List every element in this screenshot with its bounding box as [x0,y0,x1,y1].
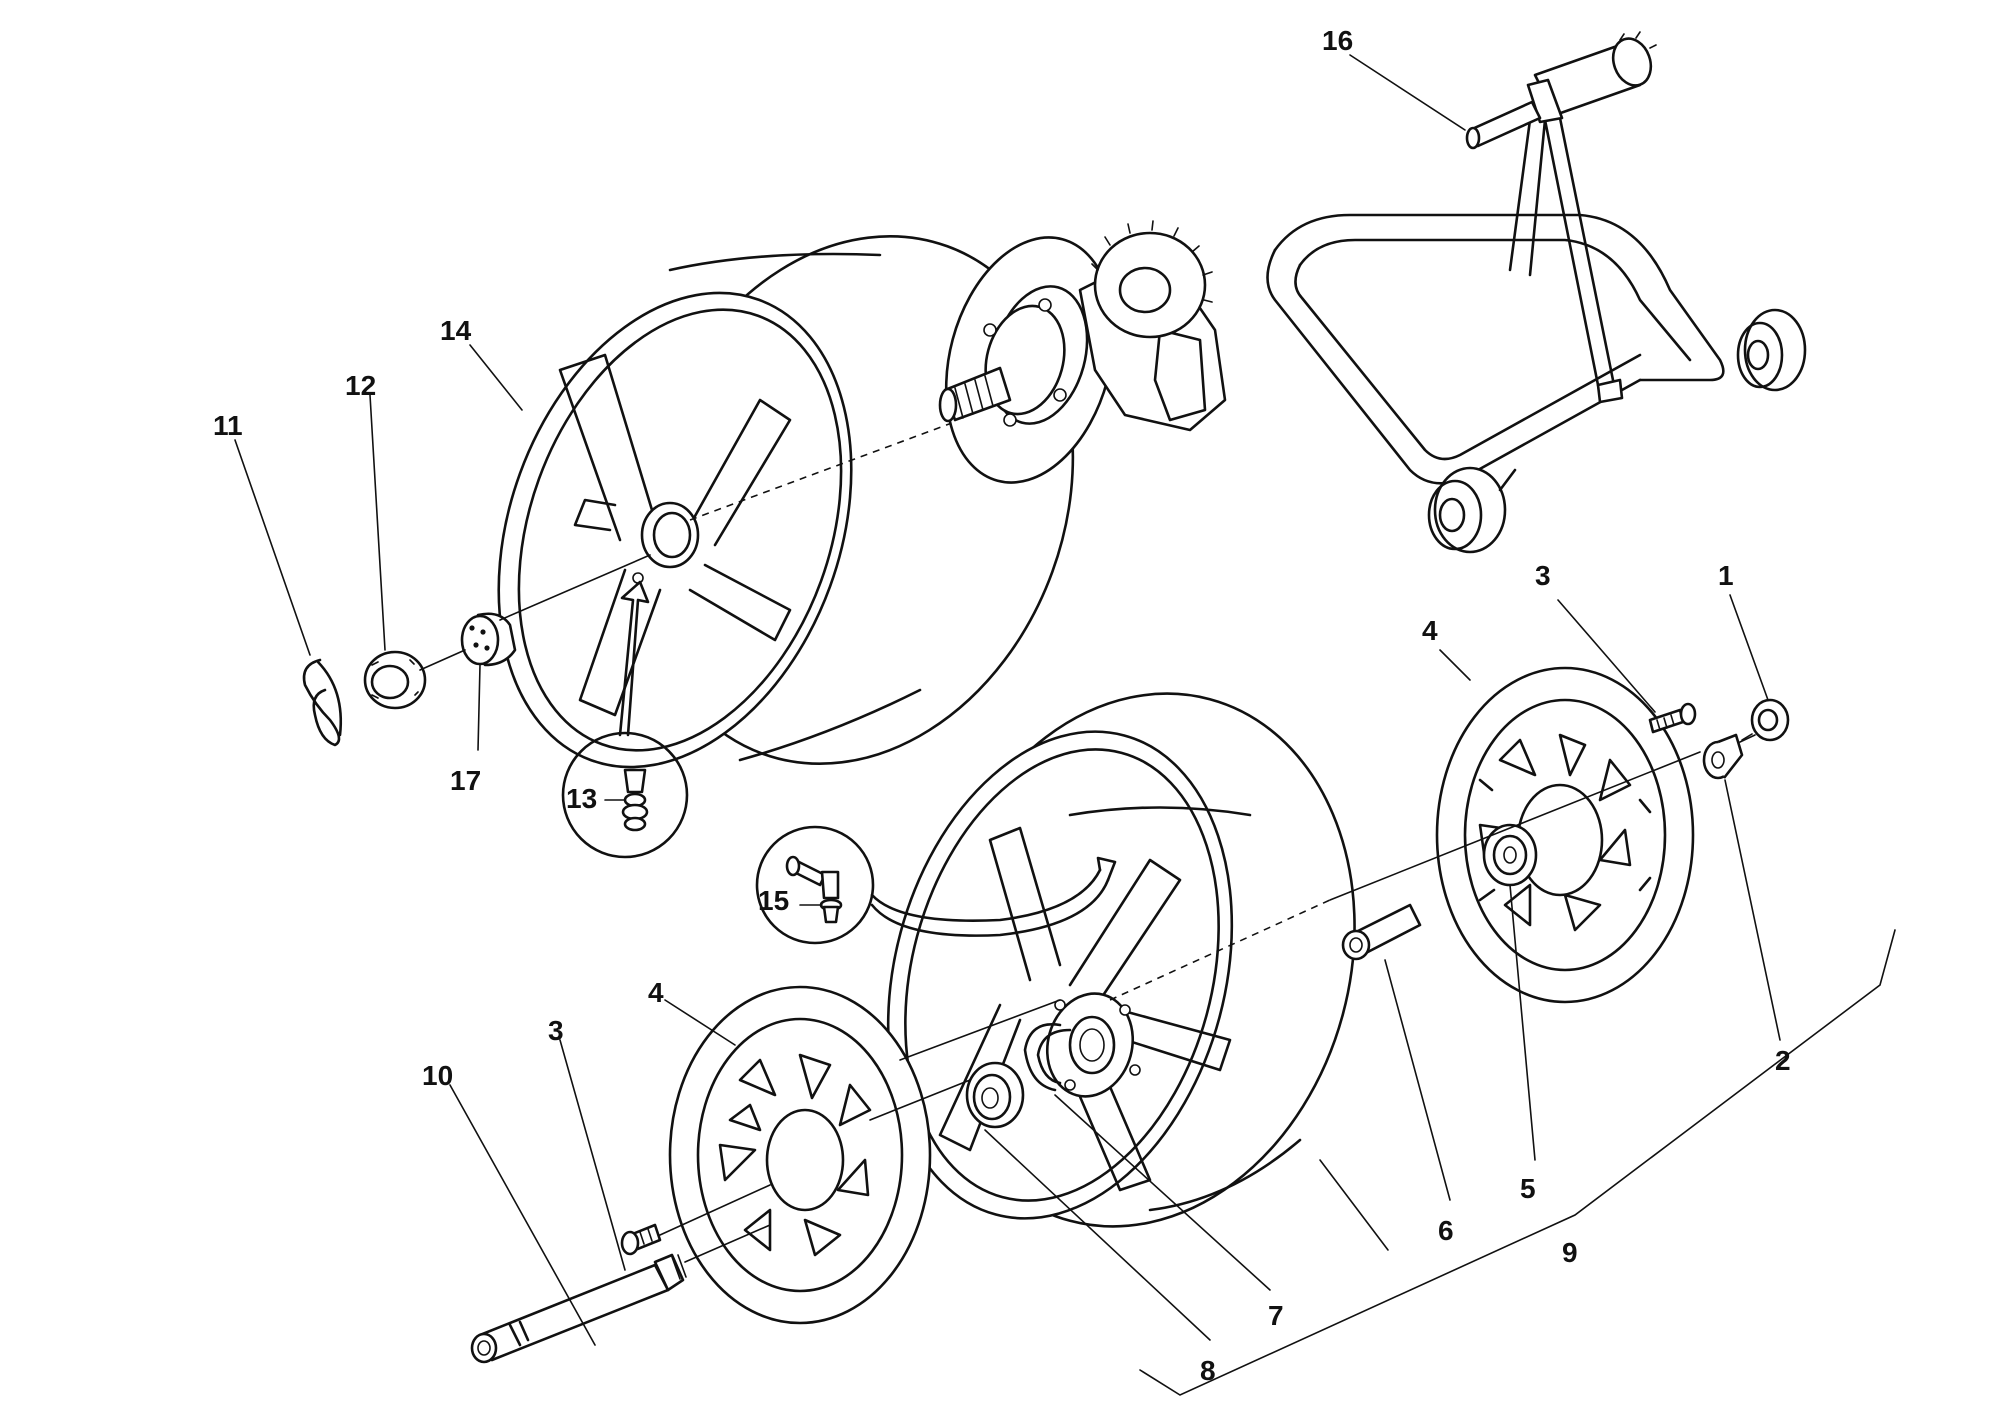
rear-small-parts [302,554,651,747]
callout-labels: 1 2 3 3 4 4 5 6 7 8 9 10 11 12 13 14 15 … [213,25,1791,1386]
callout-13: 13 [566,783,597,814]
callout-10: 10 [422,1060,453,1091]
callout-5: 5 [1520,1173,1536,1204]
leader-lines [234,54,1896,1396]
callout-2: 2 [1775,1045,1791,1076]
paddock-stand [1266,31,1807,554]
valve-detail-13 [561,580,689,859]
front-wheel [886,692,1356,1228]
callout-3b: 3 [548,1015,564,1046]
callout-14: 14 [440,315,472,346]
callout-9: 9 [1562,1237,1578,1268]
callout-3a: 3 [1535,560,1551,591]
callout-16: 16 [1322,25,1353,56]
callout-15: 15 [758,885,789,916]
callout-7: 7 [1268,1300,1284,1331]
callout-4a: 4 [1422,615,1438,646]
callout-11: 11 [213,410,243,441]
callout-8: 8 [1200,1355,1216,1386]
front-left-parts [470,985,1061,1364]
callout-6: 6 [1438,1215,1454,1246]
rear-wheel [497,235,1075,769]
valve-detail-15 [755,825,1117,945]
callout-17: 17 [450,765,481,796]
callout-4b: 4 [648,977,664,1008]
callout-12: 12 [345,370,376,401]
rear-hub-assembly [938,220,1227,484]
callout-1: 1 [1718,560,1734,591]
front-right-parts [1329,666,1790,1004]
